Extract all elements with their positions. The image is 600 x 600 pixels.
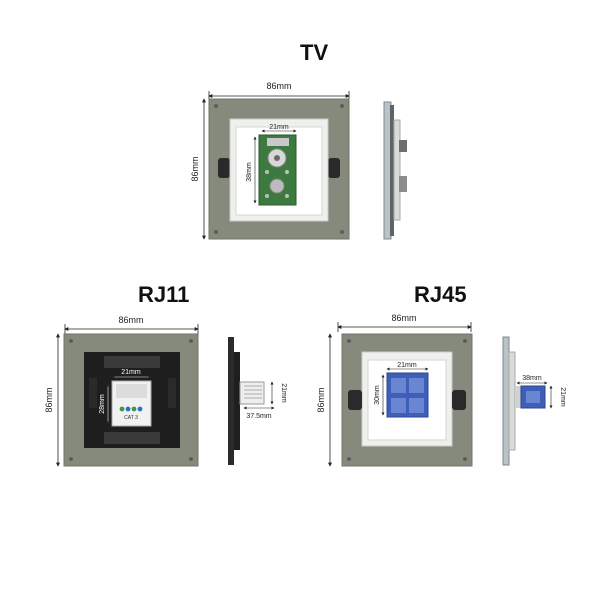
rj45-socket: 86mm 86mm 21mm 30mm 38mm 21mm — [316, 313, 566, 467]
tv-width-label: 86mm — [266, 81, 291, 91]
tv-module-height-label: 38mm — [246, 162, 253, 182]
rj11-side-height-label: 21mm — [280, 383, 287, 403]
rj11-depth-label: 37.5mm — [246, 413, 271, 420]
rj45-width-label: 86mm — [391, 313, 416, 323]
rj45-side-profile — [502, 336, 546, 466]
tv-module-width-label: 21mm — [269, 124, 289, 131]
rj11-height-label: 86mm — [44, 387, 54, 412]
rj45-module-width-label: 21mm — [397, 362, 417, 369]
tv-side-profile — [383, 101, 407, 240]
tv-height-label: 86mm — [190, 156, 200, 181]
rj11-module-text: CAT 3 — [124, 415, 138, 421]
tv-socket: 86mm 86mm 21mm 38mm — [190, 81, 407, 240]
rj11-module-height-label: 28mm — [99, 394, 106, 414]
rj45-side-height-label: 21mm — [559, 387, 566, 407]
rj11-width-label: 86mm — [118, 315, 143, 325]
rj11-socket: 86mm 86mm CAT 3 21mm 28mm 37. — [44, 315, 287, 467]
rj45-depth-label: 38mm — [522, 375, 542, 382]
rj45-title: RJ45 — [414, 282, 467, 307]
rj11-module-width-label: 21mm — [121, 369, 141, 376]
rj11-side-profile — [228, 337, 265, 465]
tv-pcb-module — [258, 134, 297, 206]
rj11-title: RJ11 — [138, 282, 190, 307]
rj45-height-label: 86mm — [316, 387, 326, 412]
rj45-module-height-label: 30mm — [374, 385, 381, 405]
tv-title: TV — [300, 40, 329, 65]
